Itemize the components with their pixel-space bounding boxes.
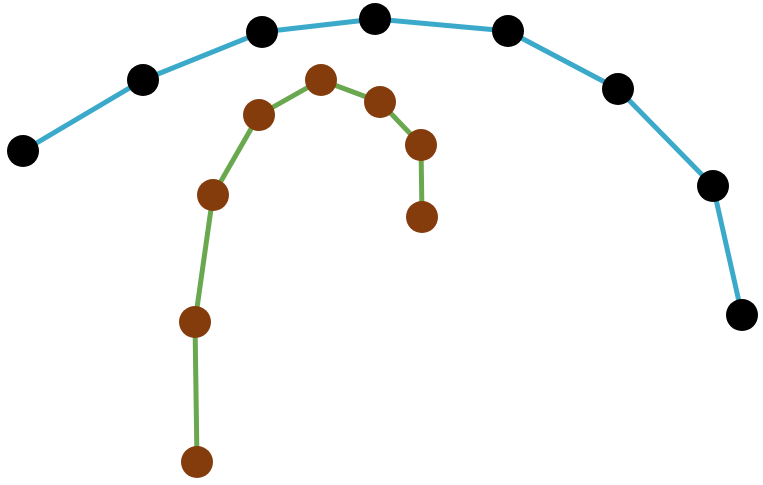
inner-curve-node	[364, 86, 396, 118]
outer-curve	[7, 3, 758, 331]
outer-curve-node	[602, 73, 634, 105]
inner-curve-node	[405, 129, 437, 161]
inner-curve-node	[305, 64, 337, 96]
inner-curve-node	[406, 201, 438, 233]
inner-curve-node	[243, 99, 275, 131]
outer-curve-node	[127, 64, 159, 96]
outer-curve-node	[246, 16, 278, 48]
inner-curve-node	[197, 179, 229, 211]
outer-curve-node	[726, 299, 758, 331]
inner-curve	[179, 64, 438, 478]
outer-curve-node	[359, 3, 391, 35]
outer-curve-node	[697, 170, 729, 202]
inner-curve-node	[179, 306, 211, 338]
outer-curve-line	[20, 16, 745, 318]
inner-curve-node	[181, 446, 213, 478]
outer-curve-node	[492, 15, 524, 47]
outer-curve-node	[7, 135, 39, 167]
